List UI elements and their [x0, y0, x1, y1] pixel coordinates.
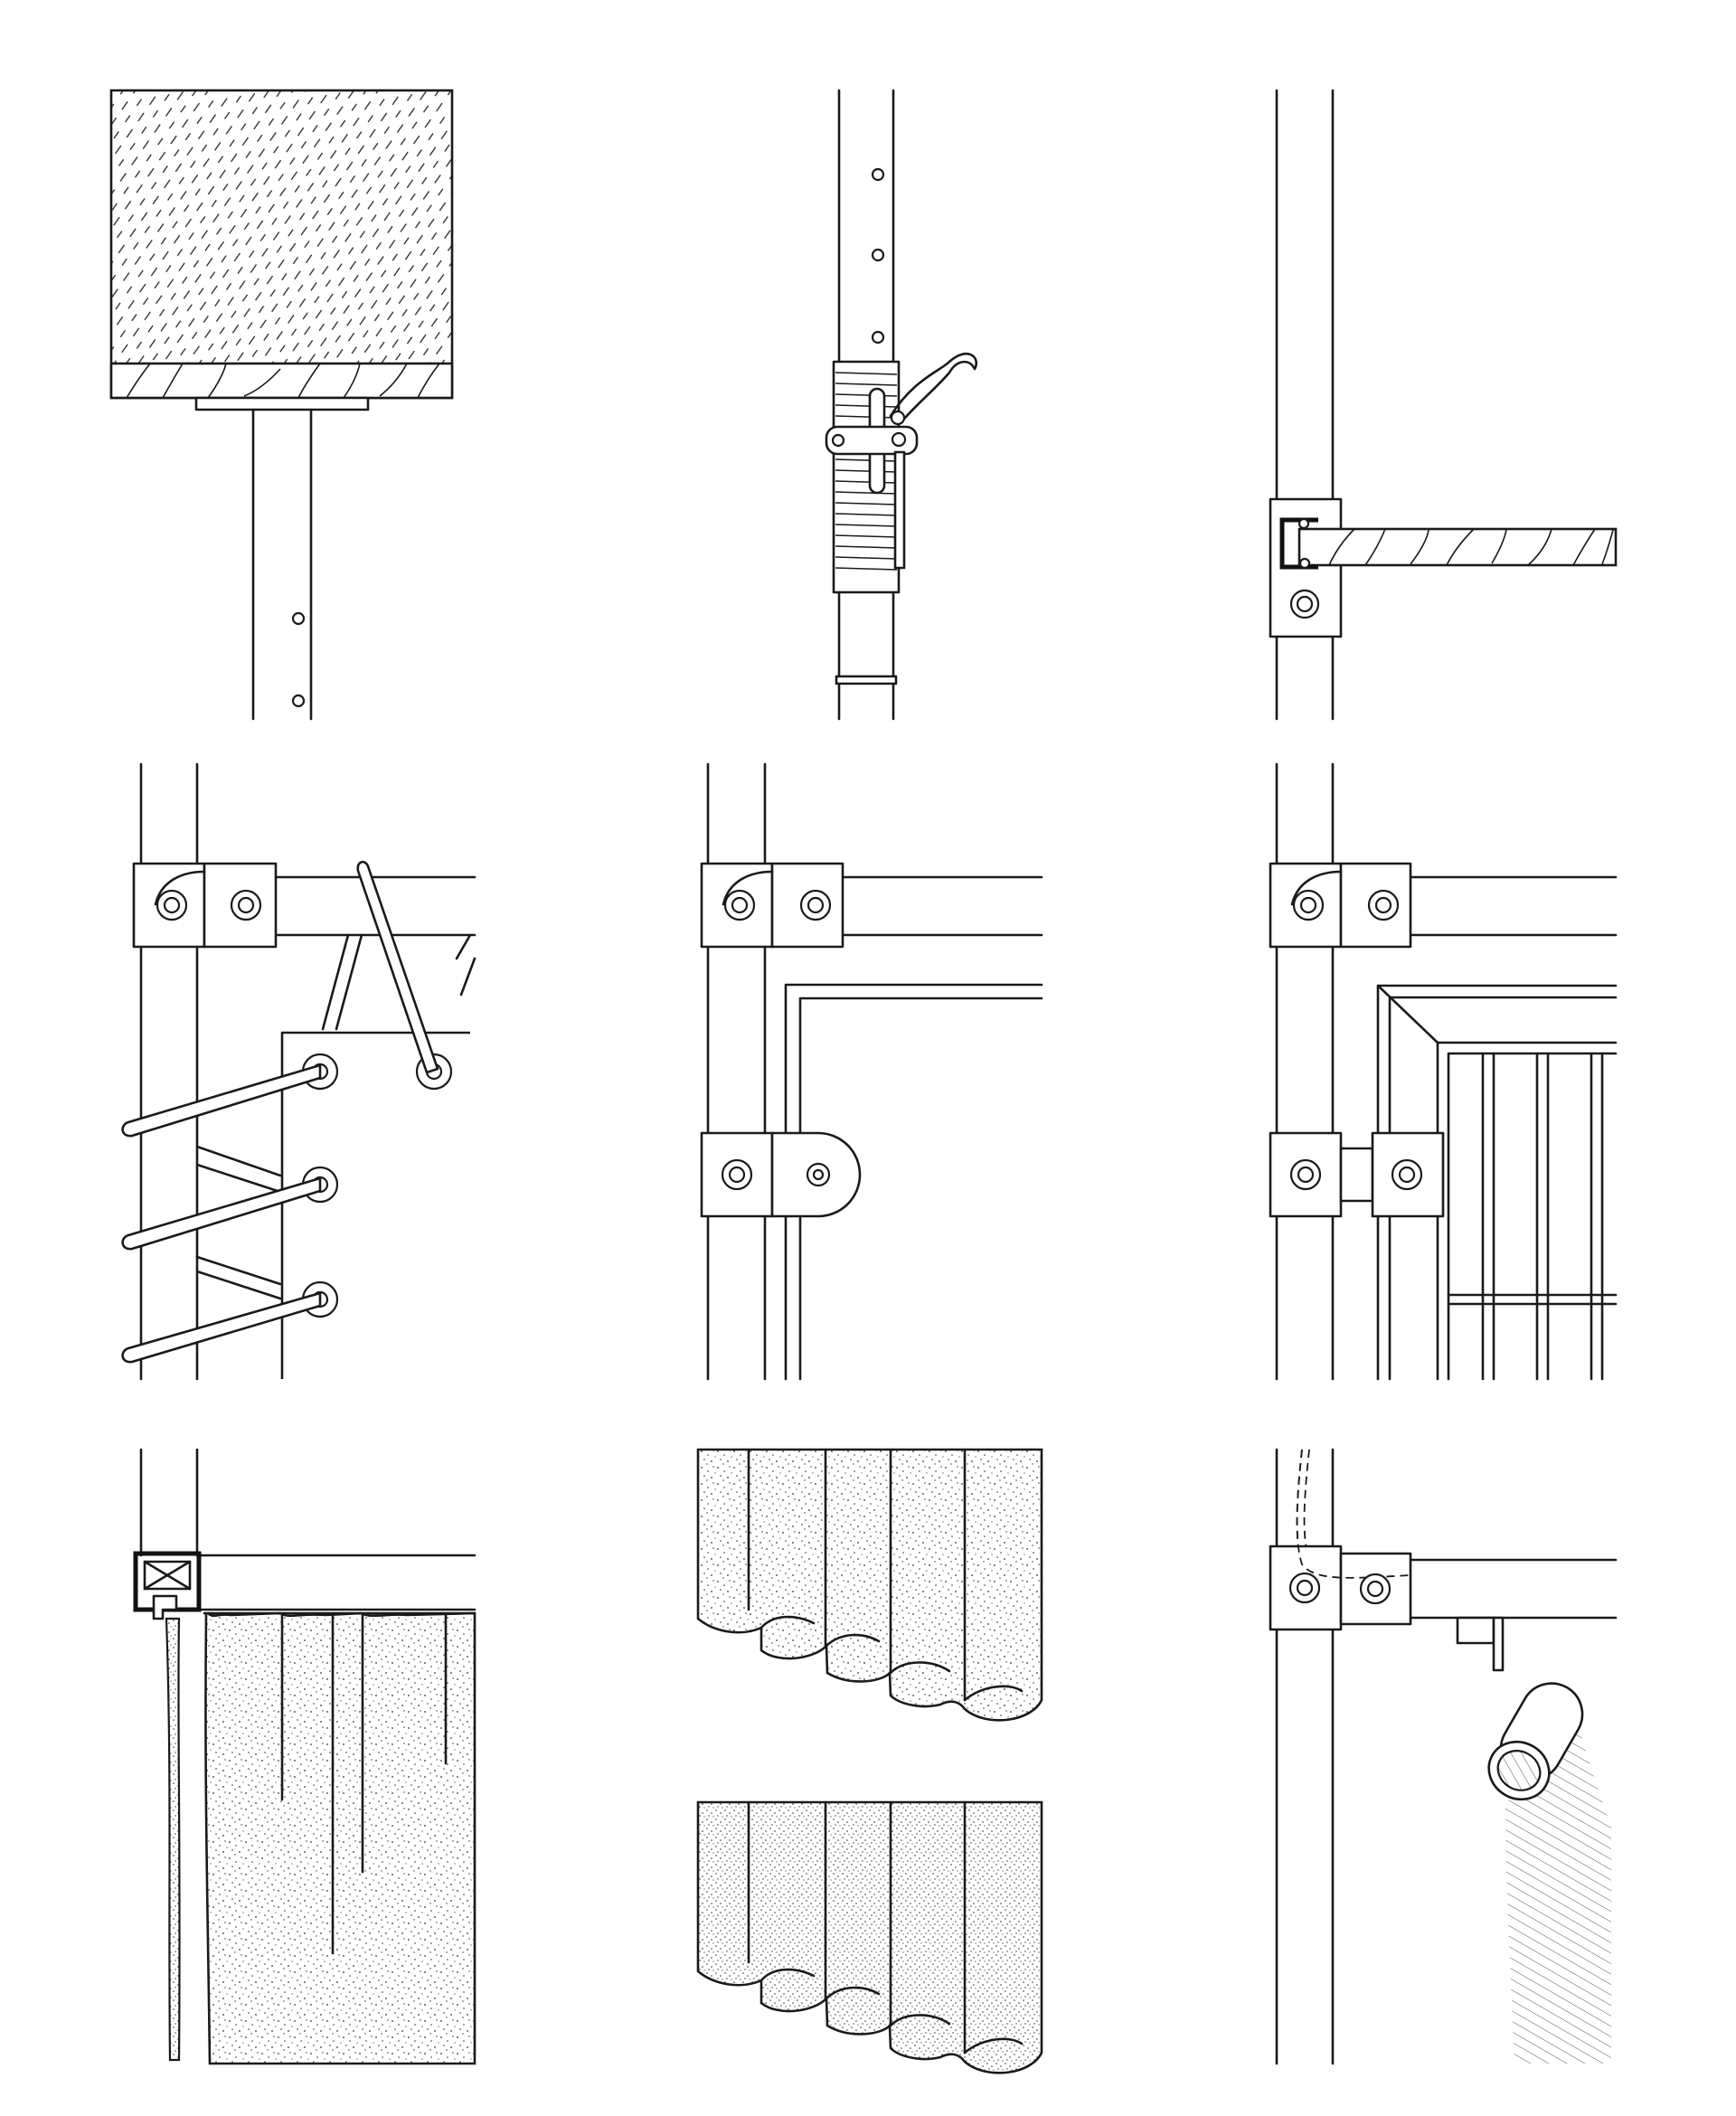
panel-pleated-hems — [696, 1448, 1043, 2074]
lacing-cord — [121, 1063, 322, 1138]
panel-spotlight — [1269, 1448, 1618, 2065]
spotlight-fixture — [1487, 1682, 1584, 1801]
panel-curtain-track — [133, 1448, 476, 2065]
light-beam — [1505, 1723, 1611, 2064]
threaded-collar — [832, 360, 901, 594]
rail-grain — [1328, 528, 1614, 566]
panel-frame-corner — [700, 762, 1043, 1381]
inner-frame — [784, 983, 1043, 1381]
curtain-fabric — [203, 1611, 476, 2065]
prop-hole — [871, 330, 885, 345]
curtain-hem-upper — [696, 1448, 1043, 1722]
curtain-side-strip — [165, 1617, 181, 2062]
timber-sole-plate — [109, 362, 454, 400]
curtain-folds — [280, 1613, 448, 1955]
mesh-bars — [1447, 1052, 1618, 1381]
panel-adjustable-prop — [825, 89, 977, 721]
post-hole — [291, 694, 306, 708]
panel-beam-post-bearing — [109, 89, 454, 721]
lacing-cord — [121, 1291, 322, 1364]
inner-frame — [798, 997, 1043, 1381]
prop-hole — [871, 167, 885, 182]
panel-clamp-timber-rail — [1269, 89, 1618, 721]
gate-hinge-coupler — [1269, 1131, 1343, 1218]
post-hole — [291, 611, 306, 626]
panel-mesh-gate — [1269, 762, 1618, 1381]
prop-hook — [889, 352, 977, 425]
clamp-bar — [825, 425, 919, 456]
drop-pin — [893, 450, 906, 570]
curtain-hem-lower — [696, 1800, 1043, 2074]
panel-laced-corner — [121, 762, 476, 1381]
spot-mount — [1456, 1616, 1495, 1645]
prop-ring — [835, 675, 898, 685]
lacing-cord — [356, 860, 439, 1074]
lacing-cord — [121, 1176, 322, 1251]
beam-block — [109, 89, 454, 400]
pin-head — [890, 410, 906, 426]
steel-bearing-plate — [194, 396, 370, 411]
wood-grain — [126, 363, 440, 399]
prop-hole — [871, 248, 885, 262]
